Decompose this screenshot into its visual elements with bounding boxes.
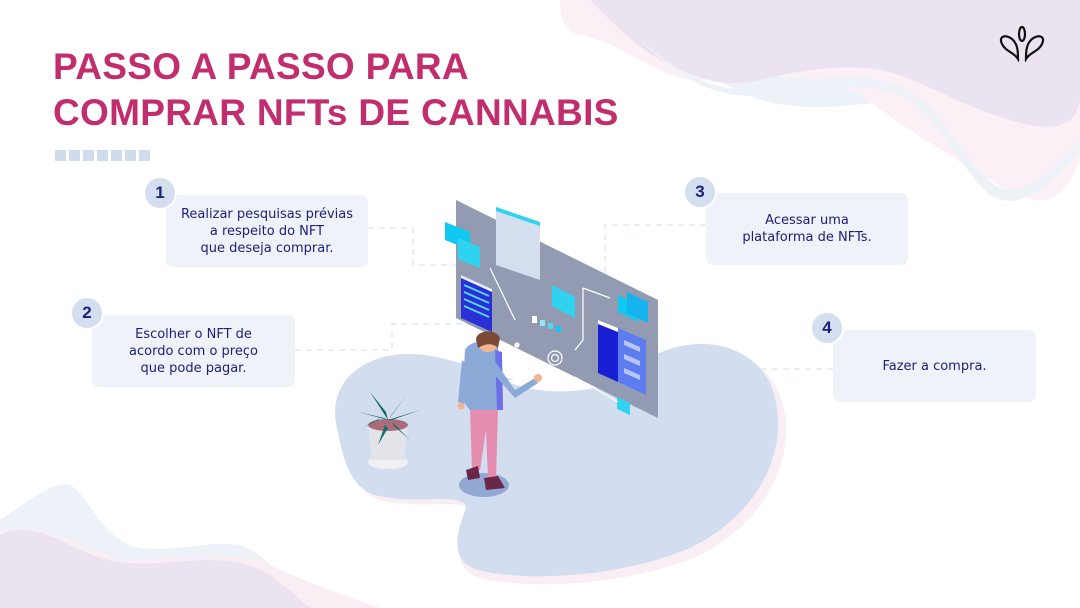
step-2-badge: 2 bbox=[70, 296, 104, 330]
step-4-text: Fazer a compra. bbox=[882, 358, 987, 374]
browser-window-top-bar bbox=[496, 207, 540, 226]
square bbox=[125, 150, 136, 161]
folder-icon bbox=[627, 292, 648, 323]
step-card-2: Escolher o NFT de acordo com o preço que… bbox=[92, 315, 295, 387]
step-card-1: Realizar pesquisas prévias a respeito do… bbox=[166, 195, 368, 267]
square bbox=[83, 150, 94, 161]
connector-step-2 bbox=[295, 323, 470, 351]
step-3-text: Acessar uma plataforma de NFTs. bbox=[742, 213, 872, 245]
square bbox=[97, 150, 108, 161]
leaf-sprout-icon bbox=[999, 25, 1045, 62]
bg-wave-top-blue bbox=[640, 40, 1080, 201]
step-card-4: Fazer a compra. bbox=[833, 330, 1036, 402]
chart-rows bbox=[624, 340, 640, 380]
bg-wave-bottom-lilac bbox=[0, 529, 310, 608]
square bbox=[139, 150, 150, 161]
browser-window-top bbox=[496, 207, 540, 280]
person-arm bbox=[492, 360, 538, 398]
person bbox=[457, 331, 542, 497]
person-hair bbox=[476, 331, 500, 348]
folder-icon bbox=[458, 238, 480, 268]
browser-window-list-bar bbox=[461, 275, 492, 292]
folder-icons bbox=[445, 222, 648, 415]
title-line-1: PASSO A PASSO PARA bbox=[53, 46, 469, 87]
folder-icon bbox=[617, 397, 630, 415]
panel-lines bbox=[489, 267, 619, 403]
step-2-text: Escolher o NFT de acordo com o preço que… bbox=[129, 326, 258, 376]
person-legs bbox=[470, 410, 498, 478]
floor-blob bbox=[335, 343, 779, 577]
step-card-3: Acessar uma plataforma de NFTs. bbox=[706, 193, 908, 265]
square bbox=[111, 150, 122, 161]
person-shoes bbox=[466, 466, 505, 490]
folder-icon bbox=[552, 285, 575, 318]
step-1-badge: 1 bbox=[143, 176, 177, 210]
step-1-text: Realizar pesquisas prévias a respeito do… bbox=[180, 206, 354, 256]
square bbox=[55, 150, 66, 161]
cannabis-leaves bbox=[358, 392, 420, 445]
page-title: PASSO A PASSO PARA COMPRAR NFTs DE CANNA… bbox=[53, 44, 619, 136]
bg-wave-top-lilac bbox=[590, 0, 1080, 127]
browser-window-chart bbox=[598, 320, 618, 382]
list-lines bbox=[463, 284, 490, 318]
person-jacket bbox=[462, 341, 502, 410]
person-left-arm bbox=[458, 360, 468, 404]
potted-plant bbox=[358, 392, 420, 469]
browser-window-chart-bar bbox=[598, 320, 618, 332]
title-line-2: COMPRAR NFTs DE CANNABIS bbox=[53, 92, 619, 133]
decorative-squares bbox=[55, 150, 150, 161]
step-4-badge: 4 bbox=[810, 311, 844, 345]
step-3-badge: 3 bbox=[683, 175, 717, 209]
square bbox=[69, 150, 80, 161]
connector-step-1 bbox=[368, 227, 468, 266]
panel-squares bbox=[532, 316, 561, 332]
